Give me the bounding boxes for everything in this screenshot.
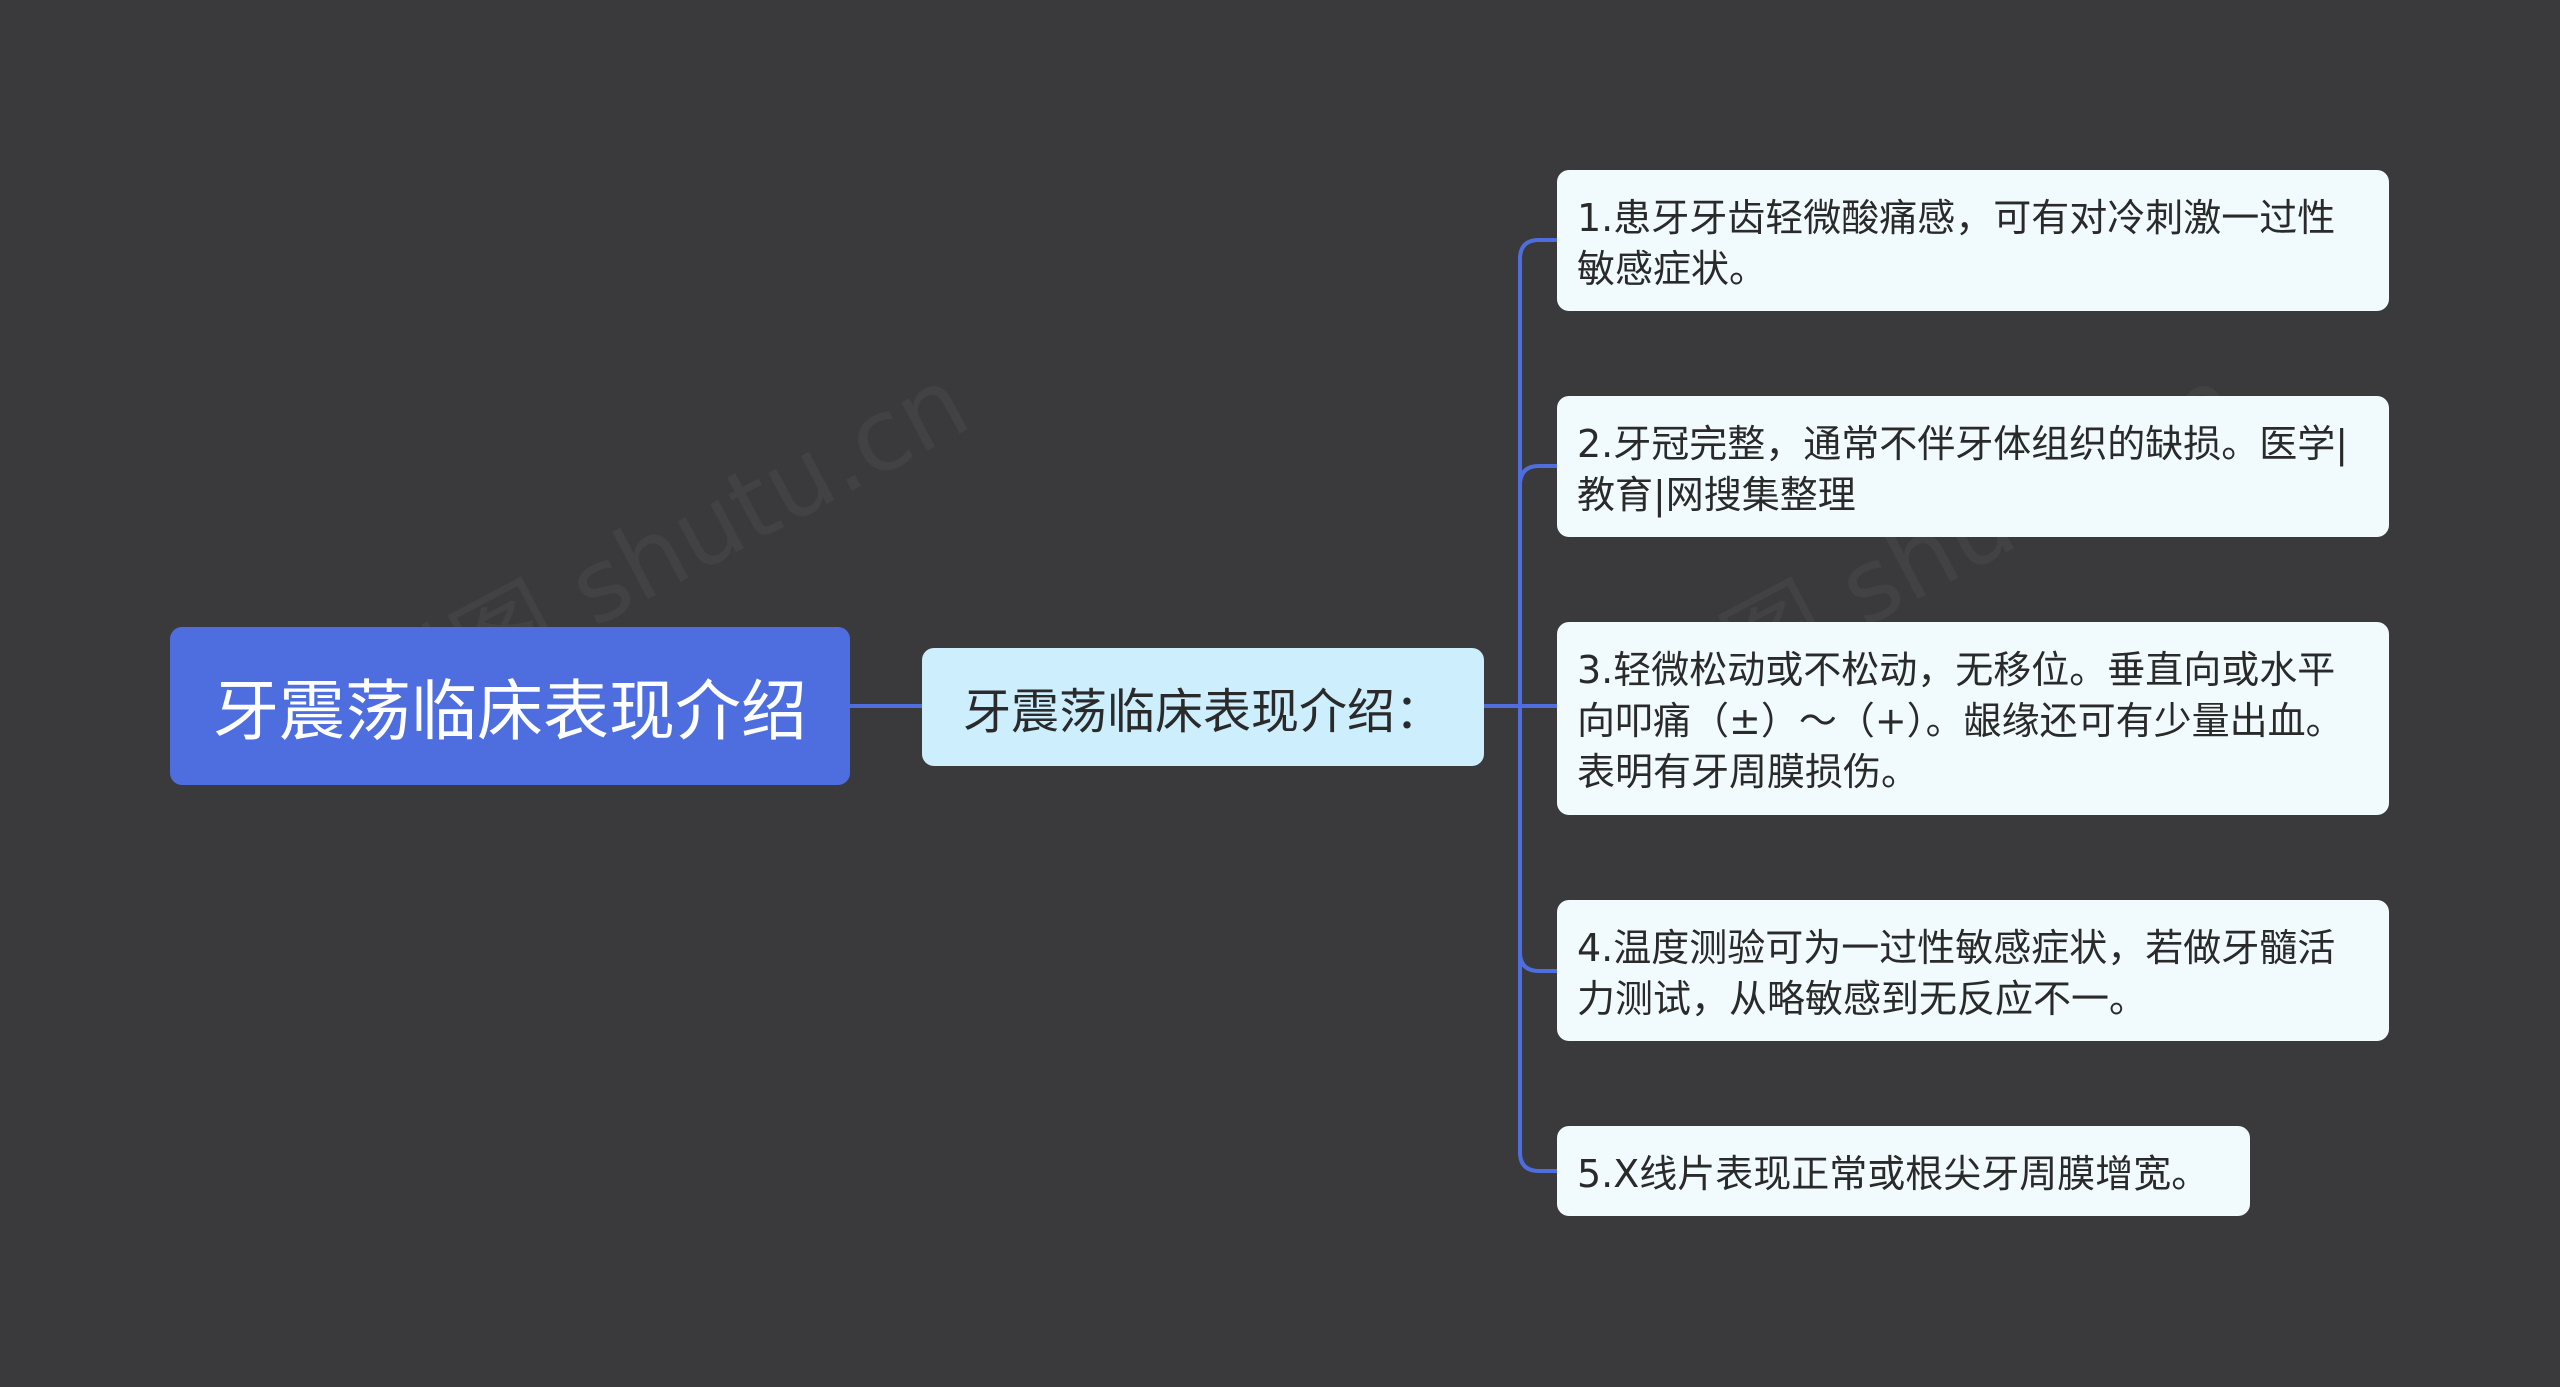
root-node-label: 牙震荡临床表现介绍: [213, 673, 807, 750]
leaf2-connector: [1518, 464, 1559, 487]
subtopic-node-label: 牙震荡临床表现介绍：: [962, 684, 1443, 740]
leaf-node-label: 2.牙冠完整，通常不伴牙体组织的缺损。医学|教育|网搜集整理: [1577, 422, 2349, 517]
subtopic-node[interactable]: 牙震荡临床表现介绍：: [922, 648, 1484, 766]
leaf5-connector: [1518, 1150, 1559, 1173]
leaf1-connector: [1518, 238, 1559, 261]
leaf-node-label: 4.温度测验可为一过性敏感症状，若做牙髓活力测试，从略敏感到无反应不一。: [1577, 926, 2336, 1021]
leaf-node-label: 5.X线片表现正常或根尖牙周膜增宽。: [1577, 1152, 2210, 1196]
leaf-node-1[interactable]: 1.患牙牙齿轻微酸痛感，可有对冷刺激一过性敏感症状。: [1557, 170, 2389, 311]
leaf-node-label: 1.患牙牙齿轻微酸痛感，可有对冷刺激一过性敏感症状。: [1577, 196, 2336, 291]
leaf4-connector: [1518, 950, 1559, 973]
leaf-node-2[interactable]: 2.牙冠完整，通常不伴牙体组织的缺损。医学|教育|网搜集整理: [1557, 396, 2389, 537]
leaf-node-4[interactable]: 4.温度测验可为一过性敏感症状，若做牙髓活力测试，从略敏感到无反应不一。: [1557, 900, 2389, 1041]
root-node[interactable]: 牙震荡临床表现介绍: [170, 627, 850, 785]
leaf-node-label: 3.轻微松动或不松动，无移位。垂直向或水平向叩痛（±）～（+）。龈缘还可有少量出…: [1577, 648, 2344, 794]
leaf-node-3[interactable]: 3.轻微松动或不松动，无移位。垂直向或水平向叩痛（±）～（+）。龈缘还可有少量出…: [1557, 622, 2389, 815]
leaf-node-5[interactable]: 5.X线片表现正常或根尖牙周膜增宽。: [1557, 1126, 2250, 1216]
